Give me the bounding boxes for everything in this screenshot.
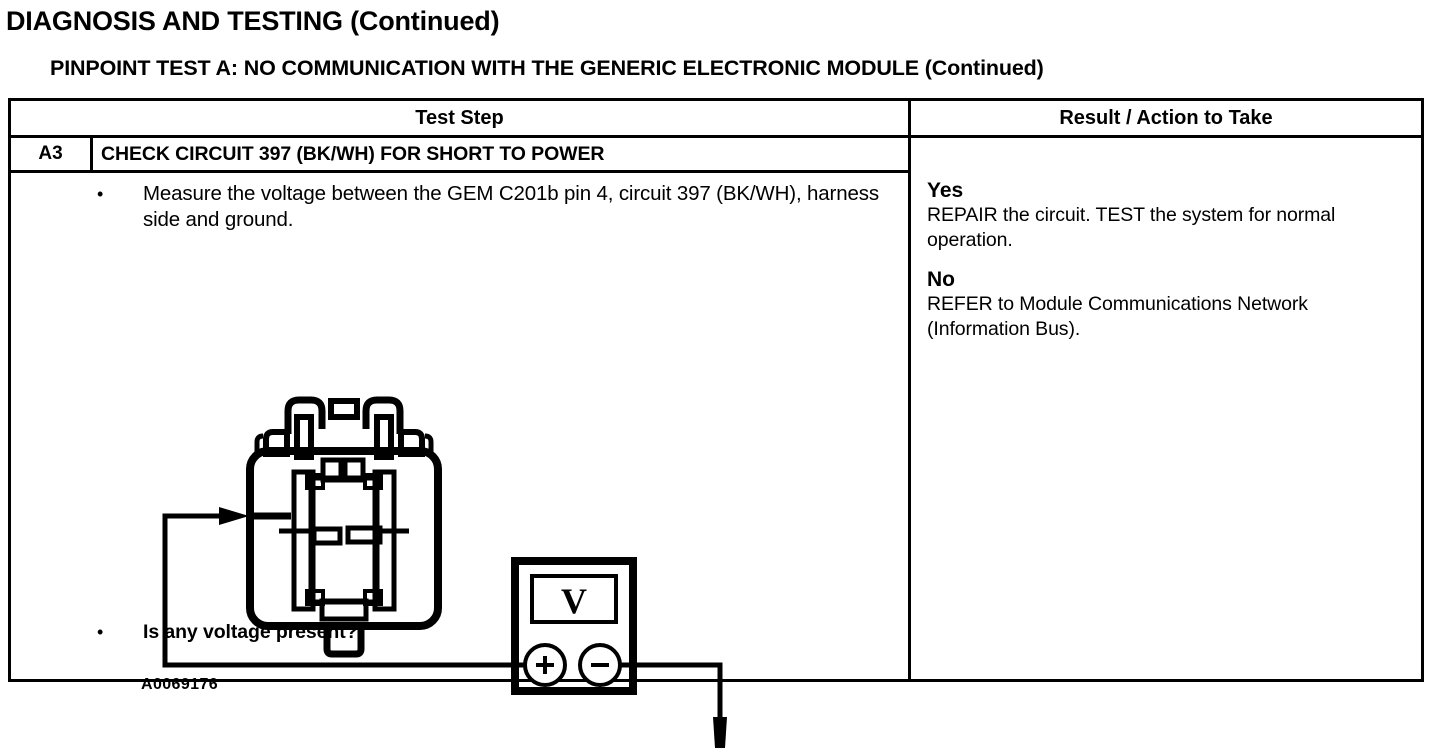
test-step-body-cell: • Measure the voltage between the GEM C2…: [11, 170, 908, 748]
question-text: Is any voltage present?: [143, 621, 358, 643]
result-action-no: REFER to Module Communications Network (…: [927, 293, 1308, 340]
pinpoint-test-title: PINPOINT TEST A: NO COMMUNICATION WITH T…: [50, 56, 1044, 80]
column-header-result-action: Result / Action to Take: [1059, 106, 1273, 129]
figure-reference-id: A0069176: [141, 676, 219, 693]
meter-negative-terminal: [578, 643, 622, 687]
wiring-diagram: V: [162, 396, 727, 748]
instruction-bullet-item: • Measure the voltage between the GEM C2…: [97, 181, 887, 233]
probe-arrow-icon: [219, 507, 249, 525]
pinpoint-test-table: Test Step Result / Action to Take A3 CHE…: [8, 98, 1424, 748]
connector-c201b: [246, 396, 442, 658]
step-code-cell: A3: [38, 143, 63, 164]
step-code-divider: [90, 138, 93, 170]
column-header-test-step: Test Step: [415, 106, 504, 129]
question-bullet-item: • Is any voltage present?: [97, 620, 797, 644]
ground-symbol: [713, 717, 727, 748]
probe-shank: [247, 512, 291, 520]
page-title: DIAGNOSIS AND TESTING (Continued): [6, 6, 500, 36]
header-column-divider: [908, 101, 911, 135]
body-column-divider: [908, 138, 911, 679]
step-title-cell: CHECK CIRCUIT 397 (BK/WH) FOR SHORT TO P…: [101, 142, 605, 165]
result-action-yes: REPAIR the circuit. TEST the system for …: [927, 204, 1336, 251]
result-answer-yes: Yes: [927, 179, 964, 202]
step-title-divider-rule: [11, 170, 908, 173]
step-title-row: A3 CHECK CIRCUIT 397 (BK/WH) FOR SHORT T…: [11, 138, 908, 170]
instruction-text: Measure the voltage between the GEM C201…: [143, 182, 879, 231]
table-header-row: Test Step Result / Action to Take: [11, 101, 1421, 135]
meter-positive-terminal: [523, 643, 567, 687]
ground-lead-wire: [619, 662, 723, 717]
meter-display-value: V: [561, 581, 587, 621]
result-answer-no: No: [927, 268, 955, 291]
result-action-cell: Yes REPAIR the circuit. TEST the system …: [911, 170, 1421, 679]
bullet-point-icon: •: [97, 622, 104, 642]
bullet-point-icon: •: [97, 184, 104, 204]
header-divider-rule: [11, 135, 1421, 138]
